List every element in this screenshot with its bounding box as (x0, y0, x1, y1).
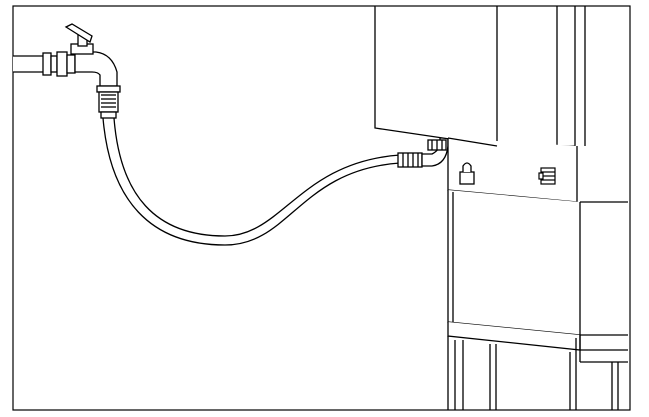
appliance (374, 6, 628, 410)
control-icon (538, 167, 556, 185)
hose (102, 117, 401, 246)
lock-icon (459, 162, 475, 185)
inlet-connector (397, 137, 449, 168)
tap-icon (13, 23, 121, 119)
frame-border (12, 5, 631, 411)
